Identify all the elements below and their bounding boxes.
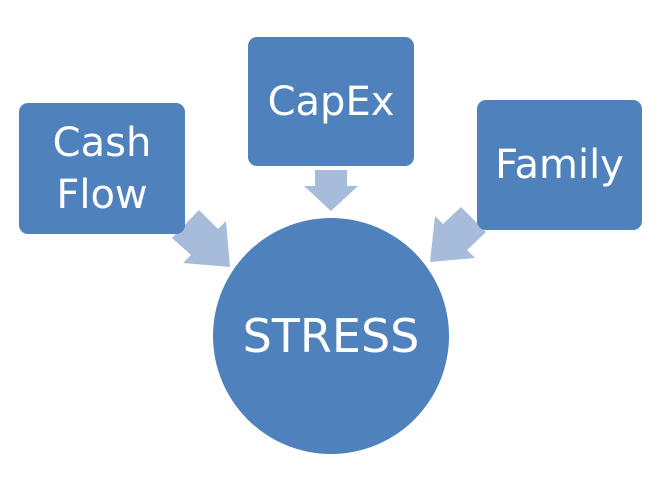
node-cash-flow-label: Cash Flow	[52, 119, 152, 218]
arrow-family	[430, 207, 486, 262]
node-capex-label: CapEx	[267, 78, 395, 125]
node-family-label: Family	[495, 142, 624, 188]
node-family: Family	[477, 100, 642, 230]
node-capex: CapEx	[248, 37, 414, 166]
center-node-stress: STRESS	[213, 218, 449, 454]
arrow-cash-flow	[172, 210, 230, 267]
arrow-capex	[304, 170, 358, 211]
node-cash-flow: Cash Flow	[19, 103, 185, 234]
center-node-label: STRESS	[242, 309, 420, 363]
